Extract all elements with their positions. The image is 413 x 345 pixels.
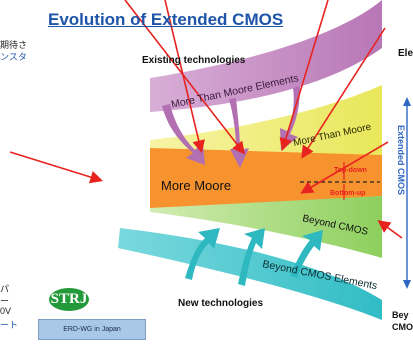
beyond-cmos-elements-band bbox=[118, 228, 382, 320]
erd-wg-caption: ERD-WG in Japan bbox=[38, 319, 146, 340]
right-top-fragment: Ele bbox=[398, 48, 413, 59]
strj-logo: STRJ bbox=[49, 288, 89, 311]
right-bottom-fragment-2: CMO bbox=[392, 322, 413, 332]
left-fragment-4: ー bbox=[0, 296, 10, 306]
left-fragment-1: 期待さ bbox=[0, 40, 28, 50]
diagram-title: Evolution of Extended CMOS bbox=[48, 10, 284, 29]
beyond-cmos-band bbox=[150, 196, 382, 258]
extended-cmos-label: Extended CMOS bbox=[396, 125, 406, 195]
more-moore-band bbox=[150, 148, 382, 210]
left-fragment-2: ンスタ bbox=[0, 52, 27, 62]
cyan-up-arrows bbox=[185, 228, 323, 286]
top-down-label: Top-down bbox=[334, 167, 367, 174]
left-fragment-3: パ bbox=[0, 284, 10, 294]
more-than-moore-band bbox=[150, 85, 382, 155]
left-fragment-5: 0V bbox=[0, 306, 12, 316]
bottom-up-label: Bottom-up bbox=[330, 190, 365, 197]
more-moore-label: More Moore bbox=[161, 178, 231, 193]
new-technologies-label: New technologies bbox=[178, 298, 264, 309]
red-annotation-arrows bbox=[9, 0, 403, 239]
existing-technologies-label: Existing technologies bbox=[142, 55, 246, 66]
extended-cmos-axis bbox=[403, 97, 411, 289]
left-fragment-6: ート bbox=[0, 320, 19, 330]
right-bottom-fragment-1: Bey bbox=[392, 310, 409, 320]
more-than-moore-elements-band bbox=[150, 0, 382, 112]
